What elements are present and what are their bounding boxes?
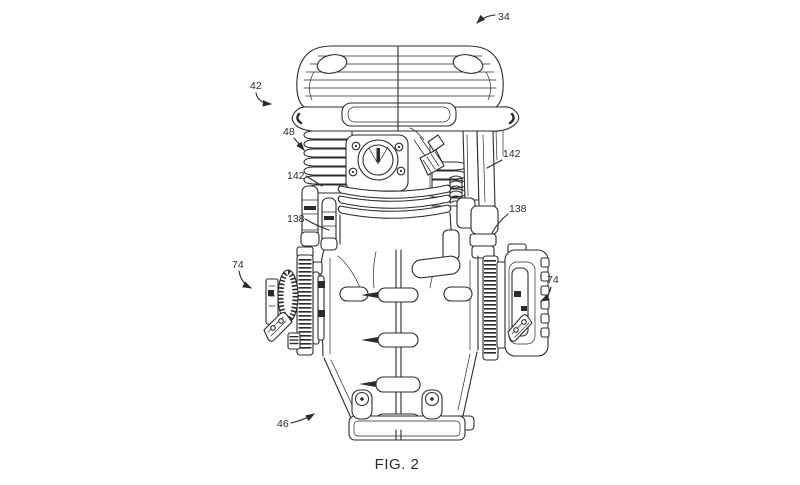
- leader-48: [293, 137, 305, 151]
- leader-138-right: [491, 213, 509, 234]
- ref-label-48: 48: [283, 126, 295, 138]
- engine-drawing: [263, 45, 550, 441]
- ref-label-46: 46: [277, 418, 289, 430]
- ref-label-142-right: 142: [503, 148, 521, 160]
- cylinder-base-fins: [337, 184, 452, 219]
- cylinder-fins-left: [303, 130, 353, 194]
- sump-flange: [348, 415, 466, 441]
- leader-34: [476, 14, 496, 24]
- sump-bolt-ear-left: [351, 389, 373, 420]
- reference-labels: 34 42 48 142 138 142 138 74 74 46: [232, 11, 559, 430]
- leader-46: [290, 413, 315, 424]
- ref-label-34: 34: [498, 11, 510, 23]
- sump-bolt-ear-right: [421, 389, 443, 420]
- crankcase: [300, 212, 479, 439]
- pushrod-tubes: [449, 130, 504, 259]
- ref-label-74-left: 74: [232, 259, 244, 271]
- intake-flange: [345, 134, 409, 192]
- leader-138-left: [304, 218, 330, 231]
- figure-caption: FIG. 2: [375, 456, 420, 473]
- ref-label-142-left: 142: [287, 170, 305, 182]
- ref-label-138-right: 138: [509, 203, 527, 215]
- cover-boss-right: [452, 54, 484, 74]
- valve-cover: [291, 45, 520, 132]
- clutch-assembly-left: [263, 246, 325, 356]
- pushrod-boots-left: [301, 185, 337, 251]
- top-boss: [411, 255, 461, 279]
- ref-label-138-left: 138: [287, 213, 305, 225]
- spark-plug: [409, 127, 445, 176]
- leader-74-right: [540, 286, 552, 302]
- clutch-assembly-right: [482, 243, 550, 361]
- ref-label-42: 42: [250, 80, 262, 92]
- bracket-right: [507, 314, 533, 342]
- cover-recess: [341, 102, 457, 127]
- leader-42: [255, 92, 273, 107]
- ref-label-74-right: 74: [547, 274, 559, 286]
- leader-142-right: [486, 159, 503, 169]
- cover-boss-left: [316, 54, 348, 74]
- intake-stem: [376, 148, 380, 162]
- leader-74-left: [238, 270, 252, 289]
- oil-sump: [323, 351, 478, 441]
- bracket-left: [263, 312, 293, 342]
- leader-142-left: [305, 175, 323, 187]
